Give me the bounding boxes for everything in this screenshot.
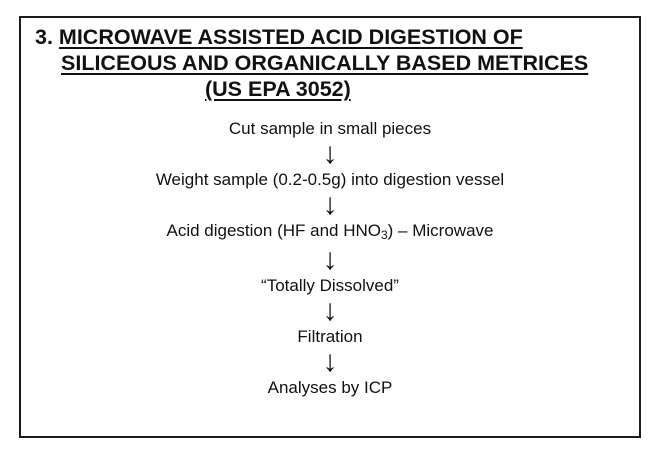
- step-totally-dissolved: “Totally Dissolved”: [261, 276, 399, 295]
- diagram-border: [19, 16, 641, 438]
- title-line-2: SILICEOUS AND ORGANICALLY BASED METRICES: [35, 50, 635, 76]
- method-reference: (US EPA 3052): [205, 77, 351, 101]
- title-line-3: (US EPA 3052): [35, 76, 635, 102]
- title-text-1: MICROWAVE ASSISTED ACID DIGESTION OF: [58, 25, 523, 49]
- step-filtration: Filtration: [297, 327, 363, 346]
- down-arrow-icon: ↓: [322, 294, 338, 327]
- section-number: 3.: [35, 25, 59, 49]
- page-title: 3. MICROWAVE ASSISTED ACID DIGESTION OF …: [35, 24, 635, 102]
- step-weigh-sample: Weight sample (0.2-0.5g) into digestion …: [155, 170, 505, 189]
- step-acid-digestion: Acid digestion (HF and HNO3) – Microwave: [167, 220, 494, 246]
- down-arrow-icon: ↓: [322, 188, 338, 221]
- down-arrow-icon: ↓: [322, 137, 338, 170]
- step-cut-sample: Cut sample in small pieces: [228, 119, 432, 138]
- down-arrow-icon: ↓: [322, 345, 338, 378]
- step-acid-digestion-subscript: 3: [380, 228, 388, 242]
- title-line-1: 3. MICROWAVE ASSISTED ACID DIGESTION OF: [35, 24, 635, 50]
- flowchart: Cut sample in small pieces ↓ Weight samp…: [19, 118, 641, 399]
- down-arrow-icon: ↓: [322, 243, 338, 276]
- step-analyses-icp: Analyses by ICP: [267, 378, 393, 397]
- step-acid-digestion-pre: Acid digestion (HF and HNO: [166, 221, 381, 240]
- title-text-2: SILICEOUS AND ORGANICALLY BASED METRICES: [61, 51, 589, 75]
- step-acid-digestion-post: ) – Microwave: [387, 221, 494, 240]
